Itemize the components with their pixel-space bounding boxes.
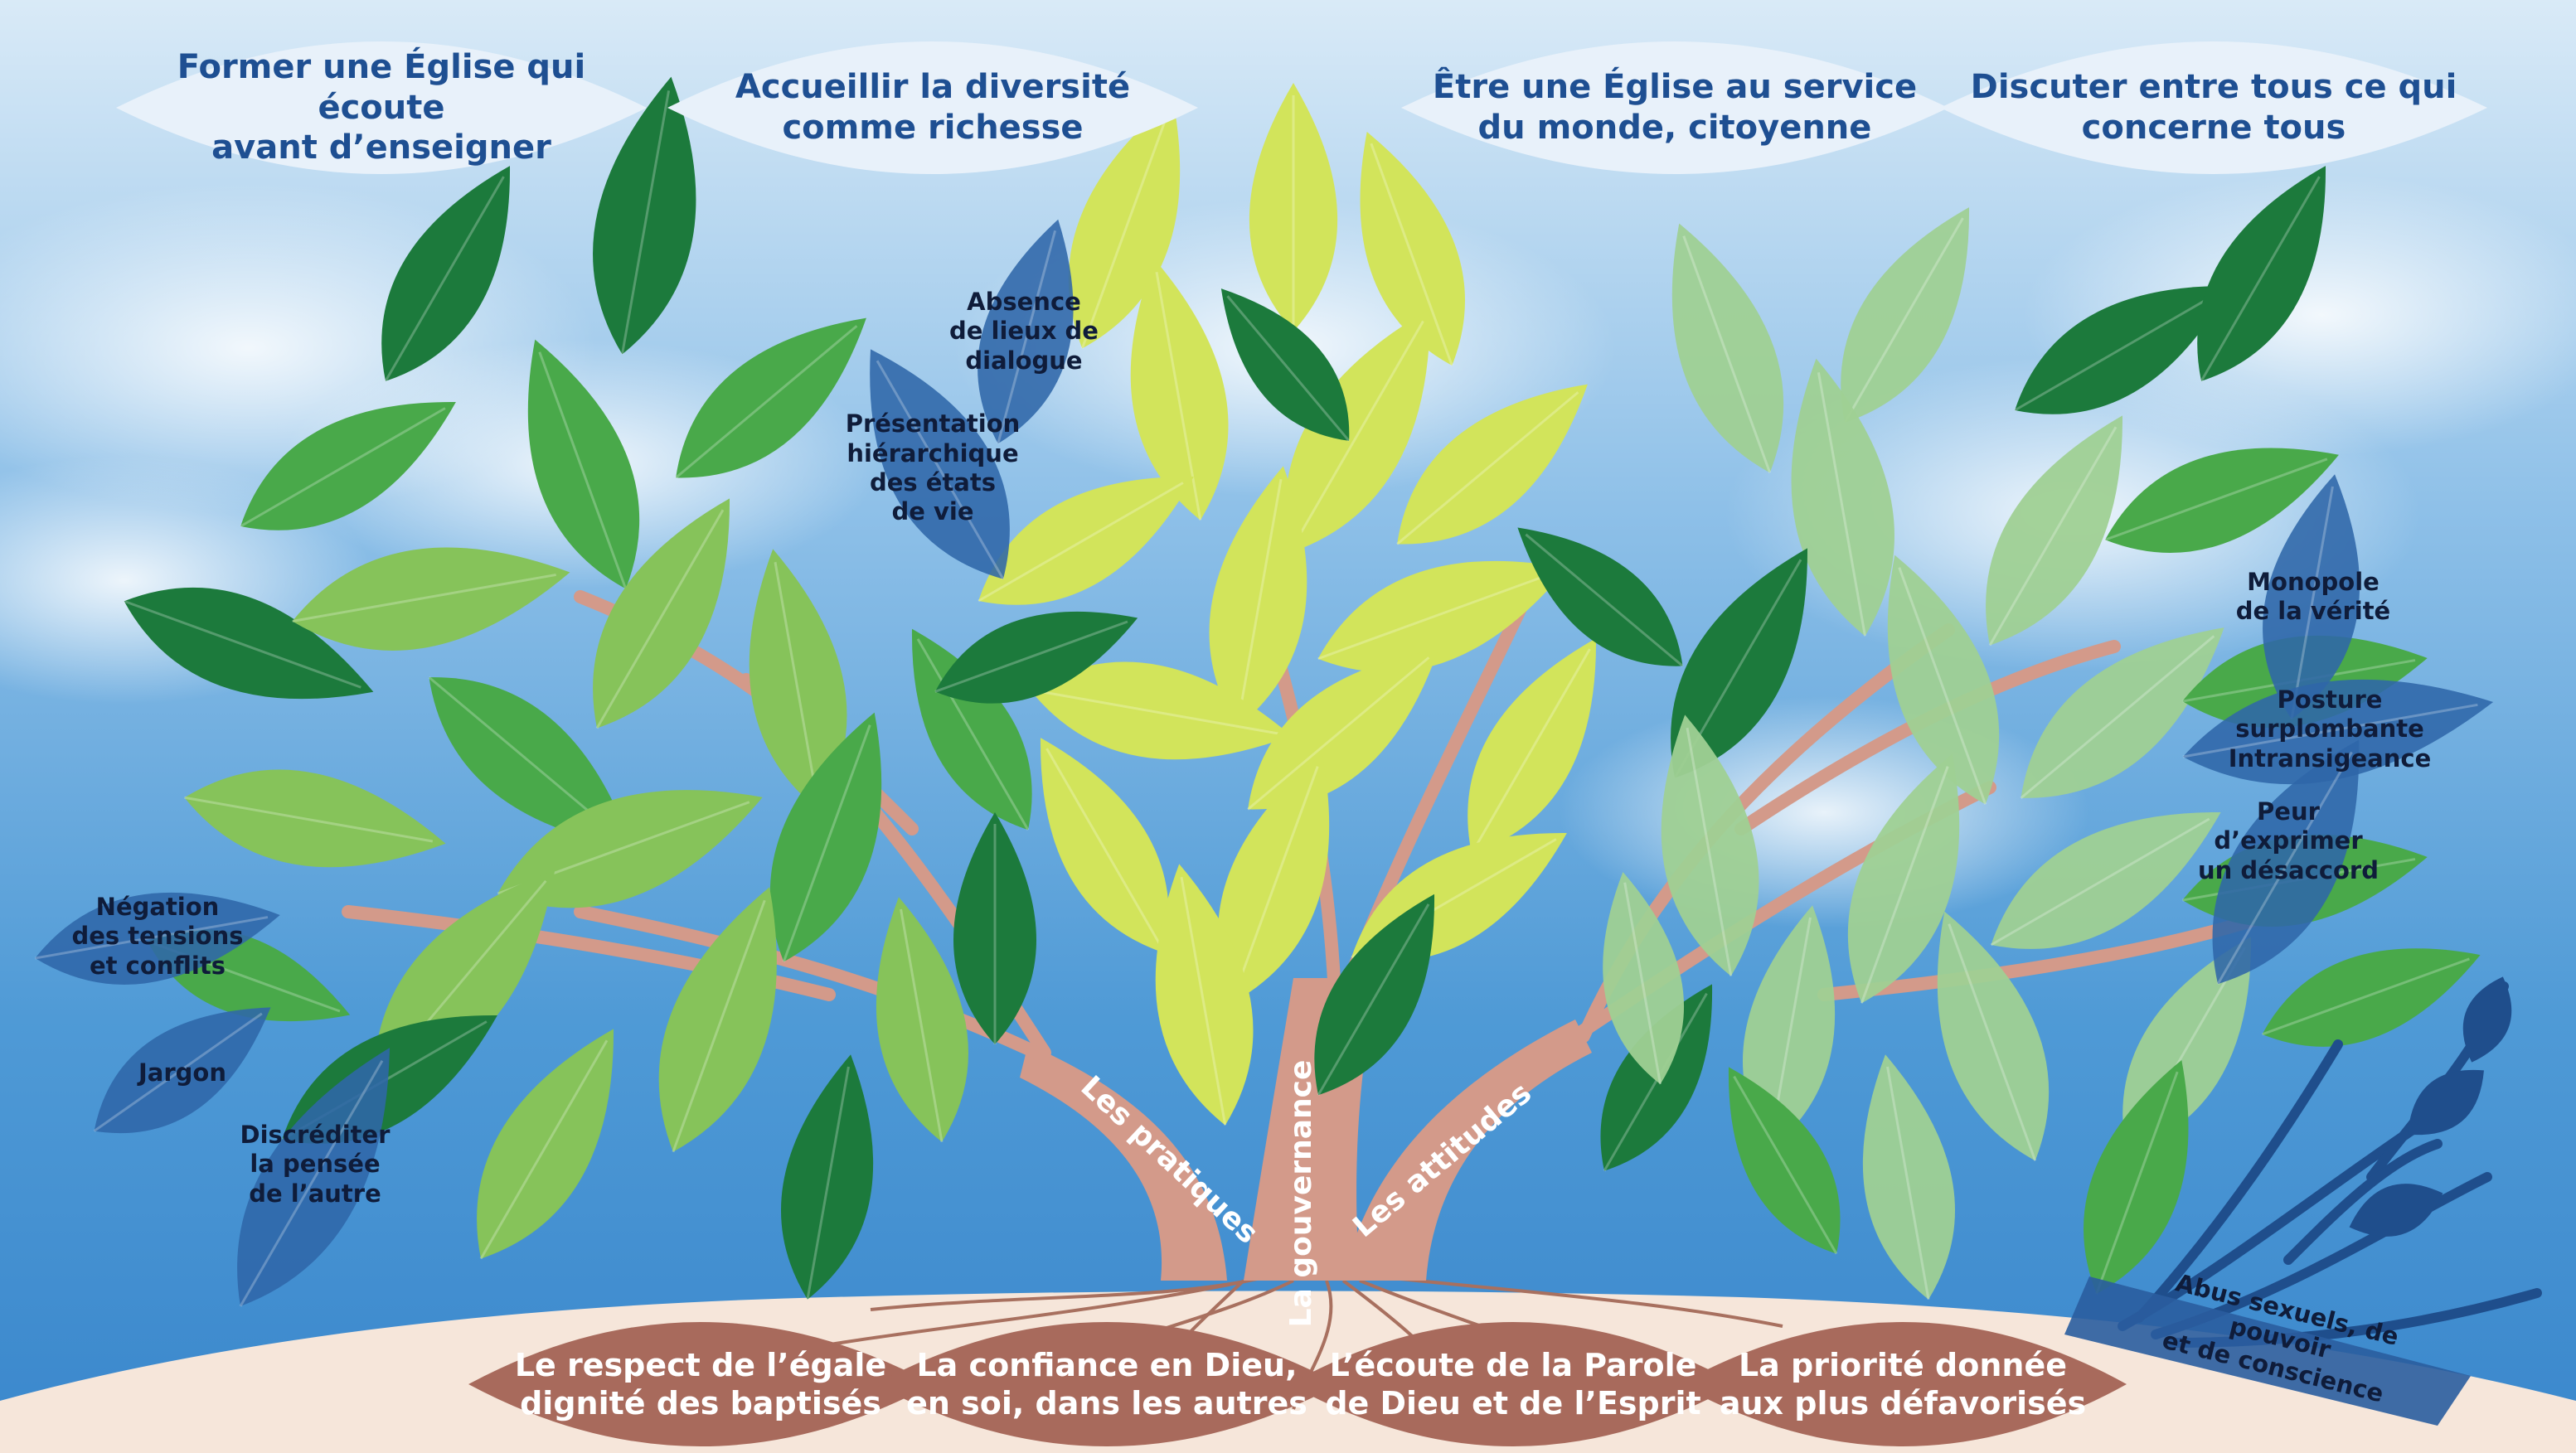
obstacle-label-discrediter: Discréditerla penséede l’autre: [232, 1111, 398, 1218]
obstacle-label-jargon: Jargon: [124, 1049, 240, 1098]
branch-label-gouvernance: La gouvernance: [1277, 1036, 1327, 1351]
root-value-label-2: La confiance en Dieu,en soi, dans les au…: [904, 1330, 1310, 1438]
